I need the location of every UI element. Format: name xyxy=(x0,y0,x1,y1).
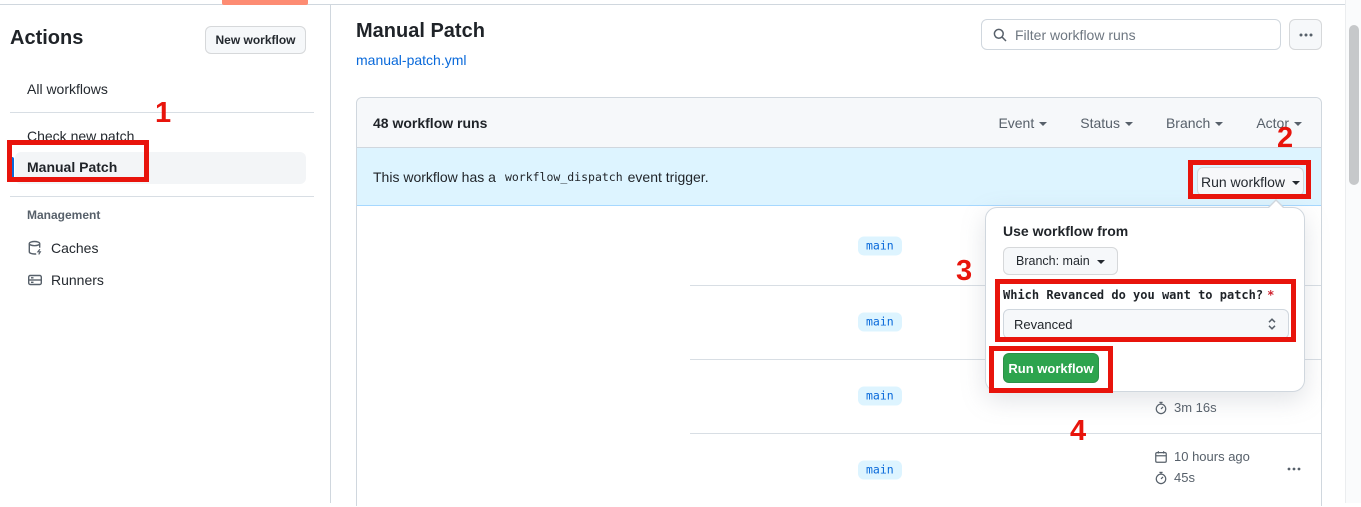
banner-code: workflow_dispatch xyxy=(504,169,623,184)
sidebar-item-caches[interactable]: Caches xyxy=(27,240,98,256)
stopwatch-icon xyxy=(1154,401,1168,415)
search-input[interactable] xyxy=(1015,26,1270,43)
workflow-runs-panel: 48 workflow runs Event Status Branch Act… xyxy=(356,97,1322,507)
revanced-select[interactable]: Revanced xyxy=(1003,309,1289,339)
chevron-down-icon xyxy=(1215,121,1224,126)
sidebar-divider xyxy=(10,196,314,197)
sidebar-title: Actions xyxy=(10,27,84,49)
input-label: Which Revanced do you want to patch?* xyxy=(1003,288,1275,302)
run-meta: 3m 16s xyxy=(1154,400,1217,415)
sidebar-item-label: Manual Patch xyxy=(27,159,118,175)
active-tab-indicator xyxy=(222,0,308,5)
workflow-dispatch-banner: This workflow has a workflow_dispatch ev… xyxy=(357,148,1321,206)
management-section-label: Management xyxy=(27,208,101,222)
sidebar-item-runners[interactable]: Runners xyxy=(27,272,104,288)
required-marker: * xyxy=(1267,288,1275,302)
chevron-down-icon xyxy=(1294,121,1302,126)
workflow-file-link[interactable]: manual-patch.yml xyxy=(356,52,467,68)
search-icon xyxy=(992,27,1008,43)
chevron-down-icon xyxy=(1039,121,1048,126)
actions-sidebar: Actions New workflow All workflows Check… xyxy=(0,5,331,503)
scrollbar-track[interactable] xyxy=(1345,0,1361,503)
sidebar-item-label: Runners xyxy=(51,272,104,288)
run-duration: 3m 16s xyxy=(1154,400,1217,415)
chevron-down-icon xyxy=(1124,121,1133,126)
select-updown-icon xyxy=(1266,317,1278,331)
banner-text: event trigger. xyxy=(627,168,709,185)
page-title: Manual Patch xyxy=(356,20,485,42)
filter-event[interactable]: Event xyxy=(998,115,1048,131)
calendar-icon xyxy=(1154,450,1168,464)
sidebar-divider xyxy=(10,112,314,113)
run-meta: 10 hours ago 45s xyxy=(1154,449,1250,485)
branch-badge[interactable]: main xyxy=(858,312,902,332)
chevron-down-icon xyxy=(1096,260,1105,264)
top-nav-edge xyxy=(0,0,1361,5)
run-time-ago: 10 hours ago xyxy=(1154,449,1250,464)
runs-list-header: 48 workflow runs Event Status Branch Act… xyxy=(357,98,1321,148)
run-filters: Event Status Branch Actor xyxy=(998,115,1302,131)
filter-actor[interactable]: Actor xyxy=(1256,115,1302,131)
banner-text: This workflow has a xyxy=(373,168,496,185)
kebab-horizontal-icon xyxy=(1298,27,1314,43)
sidebar-item-all-workflows[interactable]: All workflows xyxy=(27,81,108,97)
chevron-down-icon xyxy=(1292,180,1301,185)
branch-selector-button[interactable]: Branch: main xyxy=(1003,247,1118,275)
run-workflow-dropdown-button[interactable]: Run workflow xyxy=(1197,167,1304,196)
scrollbar-thumb[interactable] xyxy=(1349,25,1359,185)
run-duration: 45s xyxy=(1154,470,1250,485)
runs-count: 48 workflow runs xyxy=(373,114,488,131)
run-workflow-dialog: Use workflow from Branch: main Which Rev… xyxy=(985,199,1305,392)
stopwatch-icon xyxy=(1154,471,1168,485)
filter-branch[interactable]: Branch xyxy=(1166,115,1224,131)
branch-badge[interactable]: main xyxy=(858,236,902,255)
new-workflow-button[interactable]: New workflow xyxy=(205,26,306,54)
sidebar-item-check-new-patch[interactable]: Check new patch xyxy=(27,128,135,144)
filter-runs-search[interactable] xyxy=(981,19,1281,50)
selected-item-accent xyxy=(10,157,14,179)
dialog-heading: Use workflow from xyxy=(1003,223,1129,239)
run-options-button[interactable] xyxy=(1286,461,1302,482)
workflow-options-button[interactable] xyxy=(1289,19,1322,50)
server-icon xyxy=(27,272,43,288)
workflow-run-row[interactable]: main 10 hours ago 45s xyxy=(357,433,1321,507)
filter-status[interactable]: Status xyxy=(1080,115,1133,131)
sidebar-item-label: Caches xyxy=(51,240,99,256)
branch-badge[interactable]: main xyxy=(858,460,902,480)
sidebar-item-manual-patch[interactable]: Manual Patch xyxy=(15,152,306,184)
branch-badge[interactable]: main xyxy=(858,386,902,406)
cache-icon xyxy=(27,240,43,256)
run-workflow-submit-button[interactable]: Run workflow xyxy=(1003,353,1099,383)
